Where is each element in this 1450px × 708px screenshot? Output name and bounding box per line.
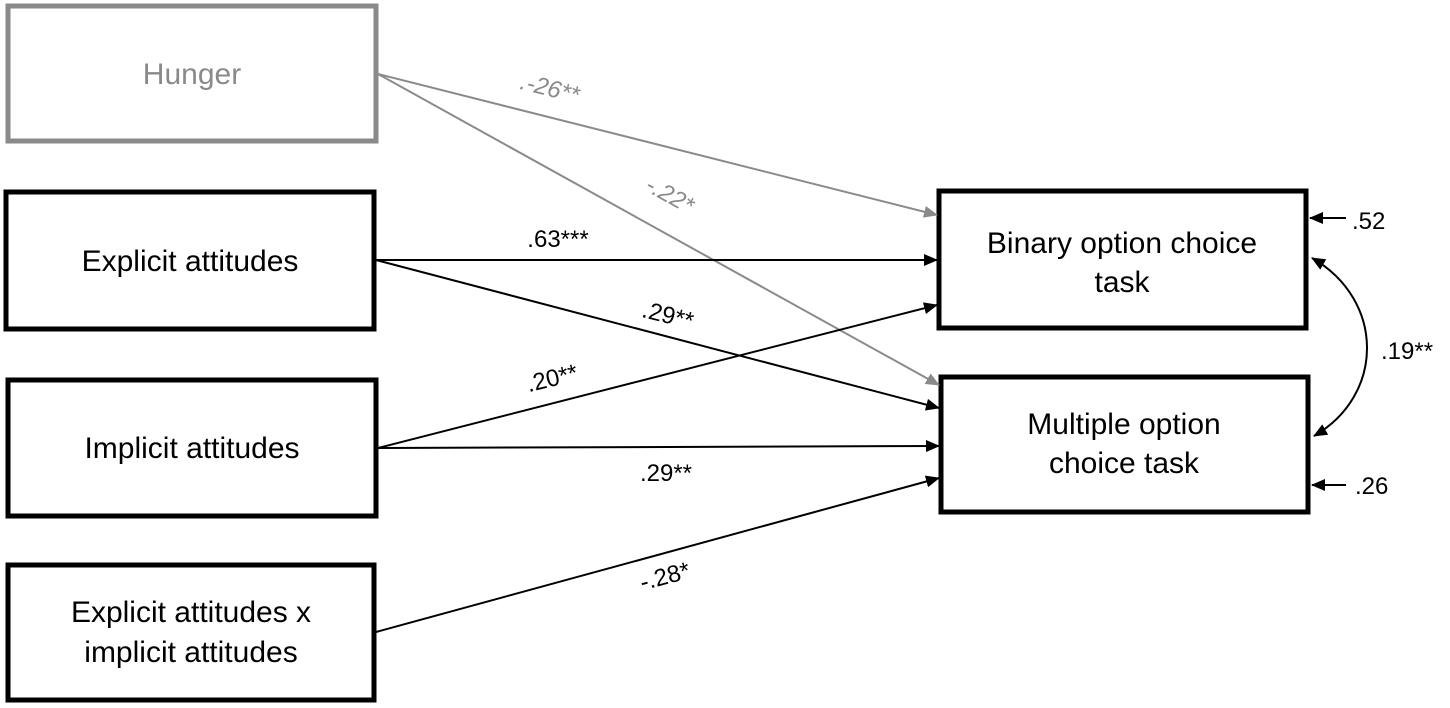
- node-hunger: Hunger: [5, 3, 379, 144]
- node-implicit-attitudes-label: Implicit attitudes: [84, 432, 299, 465]
- node-multiple-choice-label-line1: Multiple option: [1027, 408, 1220, 441]
- residual-multiple-value: .26: [1355, 473, 1388, 500]
- node-explicit-attitudes-label: Explicit attitudes: [82, 245, 299, 278]
- path-implicit-binary: [377, 302, 938, 449]
- node-interaction-label-line1: Explicit attitudes x: [71, 596, 311, 629]
- covariance-value: .19**: [1381, 338, 1433, 365]
- coef-explicit-multiple: .29**: [639, 296, 696, 335]
- node-binary-choice-label-line2: task: [1094, 266, 1150, 299]
- node-multiple-choice-label-line2: choice task: [1049, 447, 1200, 480]
- path-interaction-multiple: [375, 475, 940, 633]
- coef-implicit-binary: .20**: [524, 359, 581, 398]
- node-interaction: Explicit attitudes x implicit attitudes: [5, 562, 377, 703]
- covariance-arrow: [1311, 257, 1368, 437]
- residual-binary-value: .52: [1352, 208, 1385, 235]
- coef-hunger-multiple: -.22*: [641, 171, 699, 220]
- node-implicit-attitudes: Implicit attitudes: [5, 377, 379, 519]
- coef-implicit-multiple: .29**: [640, 460, 692, 487]
- path-hunger-binary: [377, 73, 938, 218]
- path-hunger-multiple: [377, 73, 940, 386]
- node-interaction-label-line2: implicit attitudes: [84, 636, 297, 669]
- node-hunger-label: Hunger: [143, 58, 241, 91]
- coef-interaction-multiple: -.28*: [637, 557, 693, 596]
- node-binary-choice-label-line1: Binary option choice: [987, 227, 1257, 260]
- node-binary-choice: Binary option choice task: [936, 188, 1309, 331]
- coef-hunger-binary: .-26**: [517, 68, 582, 109]
- path-implicit-multiple: [377, 440, 940, 453]
- coef-explicit-binary: .63***: [527, 226, 588, 253]
- node-multiple-choice: Multiple option choice task: [938, 374, 1311, 515]
- path-explicit-multiple: [375, 259, 940, 411]
- node-explicit-attitudes: Explicit attitudes: [3, 189, 377, 332]
